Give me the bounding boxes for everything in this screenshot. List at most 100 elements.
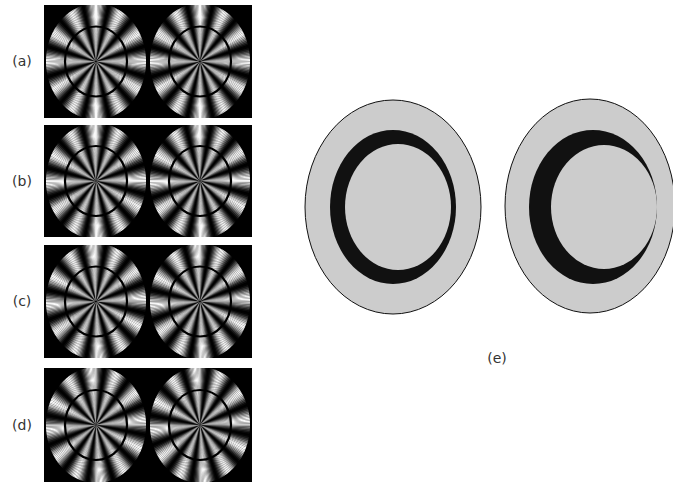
grating-wedge — [96, 419, 146, 425]
grating-wedge — [46, 181, 96, 190]
grating-wedge — [46, 302, 96, 307]
radial-grating — [150, 368, 250, 482]
grating-wedge — [151, 302, 200, 313]
grating-wedge — [96, 425, 103, 482]
grating-wedge — [200, 425, 207, 482]
grating-wedge — [200, 62, 203, 119]
grating-wedge — [96, 62, 103, 119]
grating-wedge — [200, 181, 203, 237]
grating-wedge — [96, 414, 145, 425]
grating-wedge — [150, 181, 200, 186]
grating-wedge — [196, 125, 200, 181]
grating-wedge — [195, 5, 200, 62]
grating-wedge — [200, 62, 204, 119]
grating-wedge — [200, 172, 250, 181]
radial-grating — [150, 5, 250, 118]
grating-wedge — [200, 414, 249, 425]
grating-wedge — [96, 181, 99, 237]
radial-grating — [46, 5, 146, 118]
grating-wedge — [93, 5, 96, 62]
grating-wedge — [46, 302, 96, 305]
grating-wedge — [200, 416, 250, 425]
panel-label: (b) — [12, 174, 32, 188]
grating-wedge — [200, 51, 249, 62]
grating-wedge — [150, 62, 200, 71]
dark-ring — [529, 130, 657, 284]
grating-wedge — [150, 425, 200, 433]
grating-wedge — [200, 181, 207, 237]
grating-wedge — [96, 425, 100, 482]
grating-wedge — [96, 302, 99, 359]
grating-wedge — [150, 181, 200, 183]
grating-wedge — [46, 302, 96, 310]
grating-wedge — [200, 413, 249, 425]
grating-wedge — [96, 298, 146, 301]
grating-wedge — [200, 302, 203, 359]
grating-wedge — [96, 52, 146, 61]
grating-wedge — [96, 302, 106, 359]
grating-wedge — [96, 425, 106, 482]
grating-wedge — [47, 181, 96, 192]
grating-wedge — [200, 425, 210, 482]
grating-wedge — [191, 125, 200, 181]
grating-wedge — [91, 245, 96, 302]
grating-wedge — [195, 245, 200, 302]
grating-wedge — [96, 62, 104, 119]
grating-wedge — [200, 181, 208, 237]
ring-figure — [305, 99, 673, 314]
grating-wedge — [200, 58, 250, 61]
grating-wedge — [200, 170, 249, 181]
grating-wedge — [47, 62, 96, 73]
panel-label: (c) — [13, 294, 32, 308]
grating-wedge — [200, 173, 250, 181]
grating-wedge — [200, 169, 249, 181]
grating-panel — [44, 368, 252, 482]
grating-wedge — [200, 297, 250, 302]
grating-wedge — [96, 169, 145, 181]
grating-wedge — [192, 245, 200, 302]
grating-wedge — [150, 61, 200, 63]
grating-wedge — [200, 302, 201, 359]
grating-wedge — [96, 181, 106, 237]
grating-wedge — [200, 291, 249, 302]
panel-ground — [44, 5, 252, 118]
grating-wedge — [196, 245, 200, 302]
grating-wedge — [200, 419, 250, 425]
grating-wedge — [197, 125, 200, 181]
grating-wedge — [200, 300, 250, 302]
grating-wedge — [200, 425, 201, 482]
grating-panel — [44, 5, 252, 118]
grating-wedge — [96, 175, 146, 181]
grating-wedge — [190, 5, 200, 62]
grating-wedge — [47, 425, 96, 437]
grating-wedge — [96, 176, 146, 181]
grating-wedge — [151, 62, 200, 73]
grating-wedge — [96, 291, 145, 302]
grating-wedge — [195, 125, 200, 181]
grating-wedge — [47, 62, 96, 74]
grating-wedge — [87, 368, 96, 425]
grating-wedge — [92, 5, 96, 62]
grating-wedge — [193, 125, 200, 181]
grating-wedge — [91, 5, 96, 62]
grating-wedge — [47, 302, 96, 313]
grating-wedge — [96, 62, 97, 119]
radial-grating — [46, 368, 146, 482]
grating-wedge — [96, 62, 106, 119]
grating-wedge — [96, 181, 105, 237]
grating-wedge — [150, 302, 200, 310]
grating-wedge — [151, 181, 200, 192]
grating-wedge — [150, 62, 200, 70]
grating-wedge — [96, 300, 146, 302]
grating-wedge — [151, 62, 200, 74]
grating-wedge — [150, 301, 200, 303]
grating-wedge — [91, 125, 96, 181]
grating-wedge — [96, 302, 104, 359]
ring-line — [169, 390, 231, 460]
grating-wedge — [151, 302, 200, 314]
grating-wedge — [200, 425, 204, 482]
grating-wedge — [150, 425, 200, 434]
radial-grating — [46, 245, 146, 358]
dark-ring — [330, 130, 456, 284]
grating-wedge — [46, 425, 96, 428]
